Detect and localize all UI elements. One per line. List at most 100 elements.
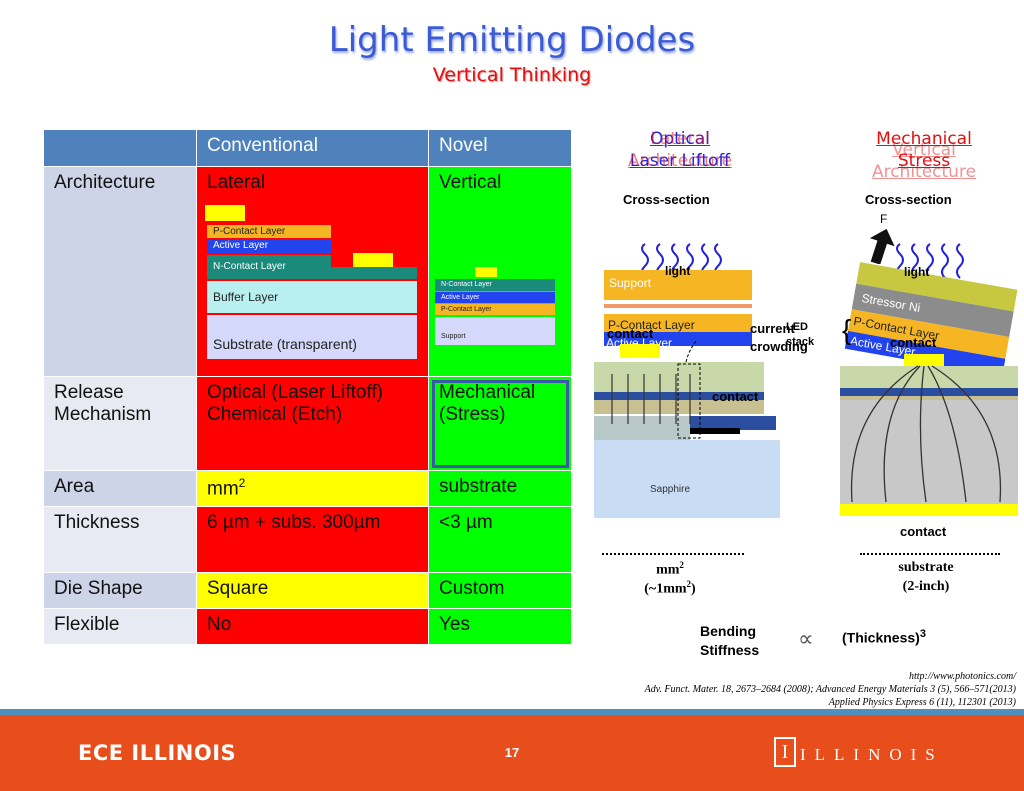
comparison-table: Conventional Novel Architecture Lateral … bbox=[43, 129, 572, 645]
page-title: Light Emitting Diodes bbox=[328, 20, 696, 60]
cell-text: Lateral bbox=[207, 172, 266, 193]
right-heading-a: Mechanical bbox=[876, 129, 972, 149]
light-label: light bbox=[904, 265, 930, 279]
row-label: Die Shape bbox=[43, 572, 197, 609]
p-contact-layer: P-Contact Layer bbox=[207, 225, 331, 238]
cell-text: mm bbox=[207, 478, 239, 500]
support-layer: Support bbox=[435, 317, 555, 345]
superscript: 2 bbox=[686, 579, 692, 589]
left-area-label: mm2 bbox=[610, 560, 730, 579]
novel-cell: Custom bbox=[428, 572, 572, 609]
conventional-cell: Optical (Laser Liftoff) Chemical (Etch) bbox=[196, 376, 429, 471]
novel-cell: Vertical N-Contact Layer Active Layer P-… bbox=[428, 166, 572, 377]
proportional-icon: ∝ bbox=[798, 626, 814, 651]
footer-bar: ECE ILLINOIS 17 I ILLINOIS bbox=[0, 715, 1024, 791]
sapphire-label: Sapphire bbox=[650, 484, 690, 495]
row-label: Flexible bbox=[43, 608, 197, 645]
crowding-label: crowding bbox=[750, 339, 808, 354]
force-arrow-icon bbox=[869, 228, 895, 264]
interface-layer bbox=[604, 304, 752, 308]
table-row: Flexible No Yes bbox=[43, 608, 572, 645]
illinois-logo-icon: I bbox=[774, 737, 796, 767]
bracket-icon: { bbox=[842, 314, 852, 345]
conventional-cell: Lateral P-Contact Layer Active Layer N-C… bbox=[196, 166, 429, 377]
novel-cell: substrate bbox=[428, 470, 572, 507]
area-note-end: ) bbox=[691, 581, 696, 597]
superscript: 2 bbox=[238, 476, 246, 490]
area-dimension-line bbox=[860, 553, 1000, 555]
row-label: Release Mechanism bbox=[43, 376, 197, 471]
contact-overlay-label: contact bbox=[607, 326, 654, 341]
citation-2: Adv. Funct. Mater. 18, 2673–2684 (2008);… bbox=[644, 684, 1016, 695]
bending-label-2: Stiffness bbox=[700, 642, 760, 658]
current-label: current bbox=[750, 321, 795, 336]
bending-label-1: Bending bbox=[700, 623, 756, 639]
conventional-cell: Square bbox=[196, 572, 429, 609]
active-layer: Active Layer bbox=[207, 239, 331, 254]
page-number: 17 bbox=[504, 745, 520, 760]
cell-text: Vertical bbox=[439, 172, 502, 193]
left-area-note: (~1mm2) bbox=[610, 579, 730, 598]
row-label: Area bbox=[43, 470, 197, 507]
p-contact-layer: P-Contact Layer bbox=[435, 304, 555, 315]
substrate-layer: Substrate (transparent) bbox=[207, 315, 417, 359]
table-row: Thickness 6 µm + subs. 300µm <3 µm bbox=[43, 506, 572, 573]
n-contact-step bbox=[331, 267, 417, 279]
citation-3: Applied Physics Express 6 (11), 112301 (… bbox=[828, 697, 1016, 708]
footer-strip bbox=[0, 709, 1024, 715]
light-label: light bbox=[665, 264, 691, 278]
active-layer: Active Layer bbox=[435, 292, 555, 303]
vertical-cross-section-diagram bbox=[840, 354, 1018, 516]
row-label: Thickness bbox=[43, 506, 197, 573]
thickness-relation: (Thickness)3 bbox=[842, 628, 926, 646]
n-contact-layer: N-Contact Layer bbox=[435, 279, 555, 291]
bending-stiffness-label: Bending Stiffness bbox=[700, 622, 759, 660]
left-heading-b: Laser Liftoff bbox=[629, 151, 731, 171]
left-cross-section-label: Cross-section bbox=[623, 192, 710, 207]
novel-cell: Mechanical (Stress) bbox=[428, 376, 572, 471]
conventional-cell: 6 µm + subs. 300µm bbox=[196, 506, 429, 573]
right-area-note: (2-inch) bbox=[902, 579, 950, 594]
area-text: mm bbox=[656, 562, 680, 578]
table-header-row: Conventional Novel bbox=[43, 129, 572, 167]
table-row: Die Shape Square Custom bbox=[43, 572, 572, 609]
buffer-layer: Buffer Layer bbox=[207, 281, 417, 313]
table-row: Release Mechanism Optical (Laser Liftoff… bbox=[43, 376, 572, 471]
lateral-stack-diagram: P-Contact Layer Active Layer N-Contact L… bbox=[205, 205, 421, 365]
n-contact-layer: N-Contact Layer bbox=[207, 255, 331, 279]
thickness-text: (Thickness) bbox=[842, 629, 920, 646]
contact-pad bbox=[353, 253, 393, 267]
table-row: Architecture Lateral P-Contact Layer Act… bbox=[43, 166, 572, 377]
exponent: 3 bbox=[919, 628, 926, 640]
table-header-cell: Novel bbox=[428, 129, 572, 167]
table-row: Area mm2 substrate bbox=[43, 470, 572, 507]
novel-cell: <3 µm bbox=[428, 506, 572, 573]
row-label: Architecture bbox=[43, 166, 197, 377]
support-label: Support bbox=[609, 276, 652, 290]
p-contact-label: P-Contact Layer bbox=[608, 318, 695, 332]
conventional-cell: mm2 bbox=[196, 470, 429, 507]
current-crowding-label: current crowding bbox=[750, 320, 808, 356]
superscript: 2 bbox=[679, 560, 684, 570]
area-dimension-line bbox=[602, 553, 744, 555]
table-header-cell bbox=[43, 129, 197, 167]
right-cross-section-label: Cross-section bbox=[865, 192, 952, 207]
contact-pad bbox=[205, 205, 245, 221]
left-heading-overlay: Lateral Architecture bbox=[627, 129, 733, 171]
left-heading-a: Optical bbox=[649, 129, 711, 149]
footer-illinois: ILLINOIS bbox=[800, 745, 944, 764]
citation-1: http://www.photonics.com/ bbox=[908, 671, 1016, 682]
active-layer bbox=[604, 332, 752, 346]
page-subtitle: Vertical Thinking bbox=[432, 64, 592, 86]
area-note-text: (~1mm bbox=[644, 581, 687, 597]
right-contact-top-label: contact bbox=[890, 335, 937, 350]
footer-brand: ECE ILLINOIS bbox=[78, 741, 237, 765]
contact-pad bbox=[475, 267, 497, 277]
led-stack-label: LED stack bbox=[786, 321, 815, 348]
right-heading-overlay: Vertical Architecture bbox=[871, 140, 977, 182]
table-header-cell: Conventional bbox=[196, 129, 429, 167]
left-contact-label: contact bbox=[712, 389, 759, 404]
conventional-cell: No bbox=[196, 608, 429, 645]
right-area-label: substrate bbox=[898, 560, 954, 575]
novel-cell: Yes bbox=[428, 608, 572, 645]
